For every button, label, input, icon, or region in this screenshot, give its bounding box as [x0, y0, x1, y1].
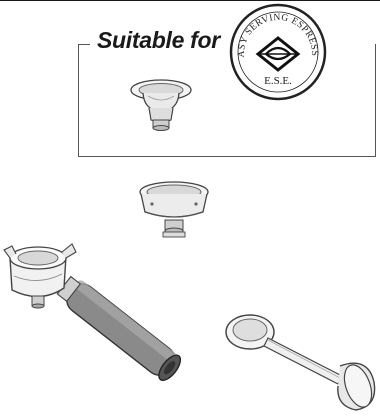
top-rule — [0, 0, 380, 1]
portafilter-icon — [2, 238, 198, 396]
suitable-for-heading: Suitable for — [97, 27, 220, 54]
ese-filter-basket-icon — [122, 76, 200, 138]
ese-logo-icon: EASY SERVING ESPRESSO E.S.E. — [228, 2, 328, 102]
coffee-tamper-icon — [222, 296, 380, 418]
svg-text:E.S.E.: E.S.E. — [264, 75, 292, 87]
filter-basket-icon — [128, 178, 220, 244]
ese-callout-frame-tick — [78, 44, 90, 45]
